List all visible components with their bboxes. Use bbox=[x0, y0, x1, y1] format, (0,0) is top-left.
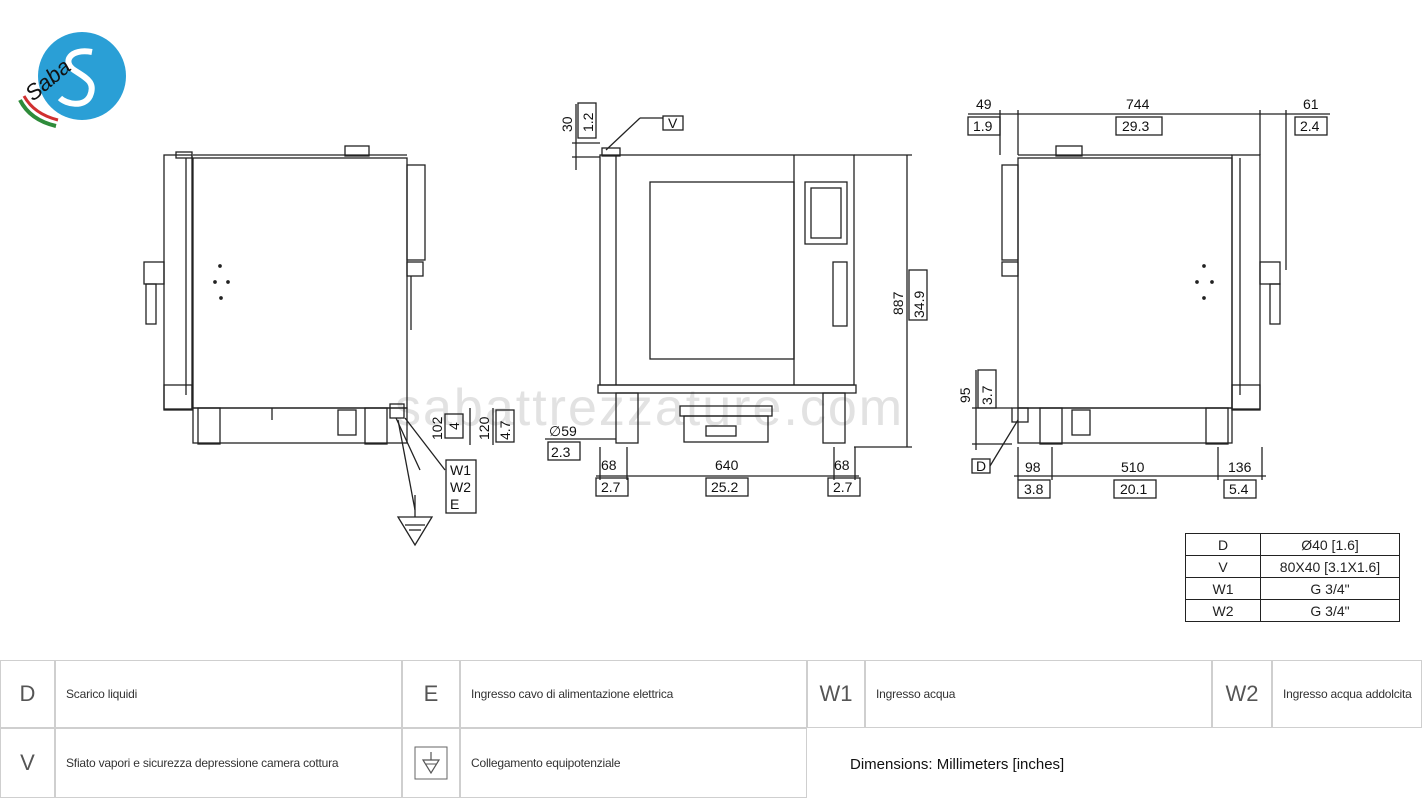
left-dim-120: 120 bbox=[476, 416, 492, 440]
legend-desc: Ingresso acqua addolcita bbox=[1272, 660, 1422, 728]
spec-code: W1 bbox=[1185, 577, 1261, 600]
legend-code: W1 bbox=[807, 660, 865, 728]
spec-value: 80X40 [3.1X1.6] bbox=[1260, 555, 1400, 578]
right-dim-136: 136 bbox=[1228, 459, 1252, 475]
front-dim-25-2: 25.2 bbox=[711, 479, 738, 495]
spec-code: W2 bbox=[1185, 599, 1261, 622]
front-dim-2-7-right: 2.7 bbox=[833, 479, 853, 495]
right-dim-2-4: 2.4 bbox=[1300, 118, 1320, 134]
legend-desc: Ingresso acqua bbox=[865, 660, 1212, 728]
left-dim-4: 4 bbox=[446, 422, 462, 430]
front-dim-1-2: 1.2 bbox=[580, 112, 596, 132]
left-conn-e: E bbox=[450, 496, 459, 512]
right-side-view bbox=[967, 110, 1330, 499]
legend-desc: Collegamento equipotenziale bbox=[460, 728, 807, 798]
legend-panel: D Scarico liquidi E Ingresso cavo di ali… bbox=[0, 660, 1422, 800]
technical-drawing: Saba sabattrezzature.com bbox=[18, 32, 1330, 547]
spec-value: Ø40 [1.6] bbox=[1260, 533, 1400, 556]
front-foot-dia-in: 2.3 bbox=[551, 444, 571, 460]
legend-desc: Sfiato vapori e sicurezza depressione ca… bbox=[55, 728, 402, 798]
legend-desc: Ingresso cavo di alimentazione elettrica bbox=[460, 660, 807, 728]
front-dim-2-7-left: 2.7 bbox=[601, 479, 621, 495]
right-dim-3-7: 3.7 bbox=[979, 385, 995, 405]
table-row: W2 G 3/4" bbox=[1185, 599, 1400, 622]
legend-code: E bbox=[402, 660, 460, 728]
right-dim-1-9: 1.9 bbox=[973, 118, 993, 134]
spec-value: G 3/4" bbox=[1260, 577, 1400, 600]
table-row: V 80X40 [3.1X1.6] bbox=[1185, 555, 1400, 578]
legend-code-ground bbox=[402, 728, 460, 798]
left-dim-102: 102 bbox=[429, 416, 445, 440]
spec-value: G 3/4" bbox=[1260, 599, 1400, 622]
right-dim-49: 49 bbox=[976, 96, 992, 112]
front-vent-label: V bbox=[668, 115, 678, 131]
right-dim-3-8: 3.8 bbox=[1024, 481, 1044, 497]
saba-logo: Saba bbox=[18, 32, 126, 128]
right-dim-61: 61 bbox=[1303, 96, 1319, 112]
front-foot-dia: ∅59 bbox=[549, 423, 577, 439]
connection-spec-table: D Ø40 [1.6] V 80X40 [3.1X1.6] W1 G 3/4" … bbox=[1185, 533, 1400, 622]
right-dim-98: 98 bbox=[1025, 459, 1041, 475]
watermark: sabattrezzature.com bbox=[395, 379, 904, 437]
ground-icon bbox=[414, 746, 448, 780]
right-dim-20-1: 20.1 bbox=[1120, 481, 1147, 497]
spec-code: V bbox=[1185, 555, 1261, 578]
left-conn-w2: W2 bbox=[450, 479, 471, 495]
legend-code: V bbox=[0, 728, 55, 798]
front-dim-68-left: 68 bbox=[601, 457, 617, 473]
front-dim-30: 30 bbox=[559, 116, 575, 132]
table-row: W1 G 3/4" bbox=[1185, 577, 1400, 600]
left-conn-w1: W1 bbox=[450, 462, 471, 478]
front-dim-640: 640 bbox=[715, 457, 739, 473]
legend-code: W2 bbox=[1212, 660, 1272, 728]
front-dim-68-right: 68 bbox=[834, 457, 850, 473]
legend-code: D bbox=[0, 660, 55, 728]
right-dim-744: 744 bbox=[1126, 96, 1150, 112]
front-view bbox=[545, 102, 928, 497]
legend-desc: Scarico liquidi bbox=[55, 660, 402, 728]
right-dim-510: 510 bbox=[1121, 459, 1145, 475]
front-dim-887: 887 bbox=[890, 291, 906, 315]
right-dim-29-3: 29.3 bbox=[1122, 118, 1149, 134]
dimensions-note: Dimensions: Millimeters [inches] bbox=[850, 756, 1065, 773]
right-drain-label: D bbox=[976, 458, 986, 474]
front-dim-34-9: 34.9 bbox=[911, 291, 927, 318]
right-dim-95: 95 bbox=[957, 387, 973, 403]
left-dim-4-7: 4.7 bbox=[497, 420, 513, 440]
table-row: D Ø40 [1.6] bbox=[1185, 533, 1400, 556]
spec-code: D bbox=[1185, 533, 1261, 556]
left-side-view bbox=[143, 145, 515, 547]
right-dim-5-4: 5.4 bbox=[1229, 481, 1249, 497]
